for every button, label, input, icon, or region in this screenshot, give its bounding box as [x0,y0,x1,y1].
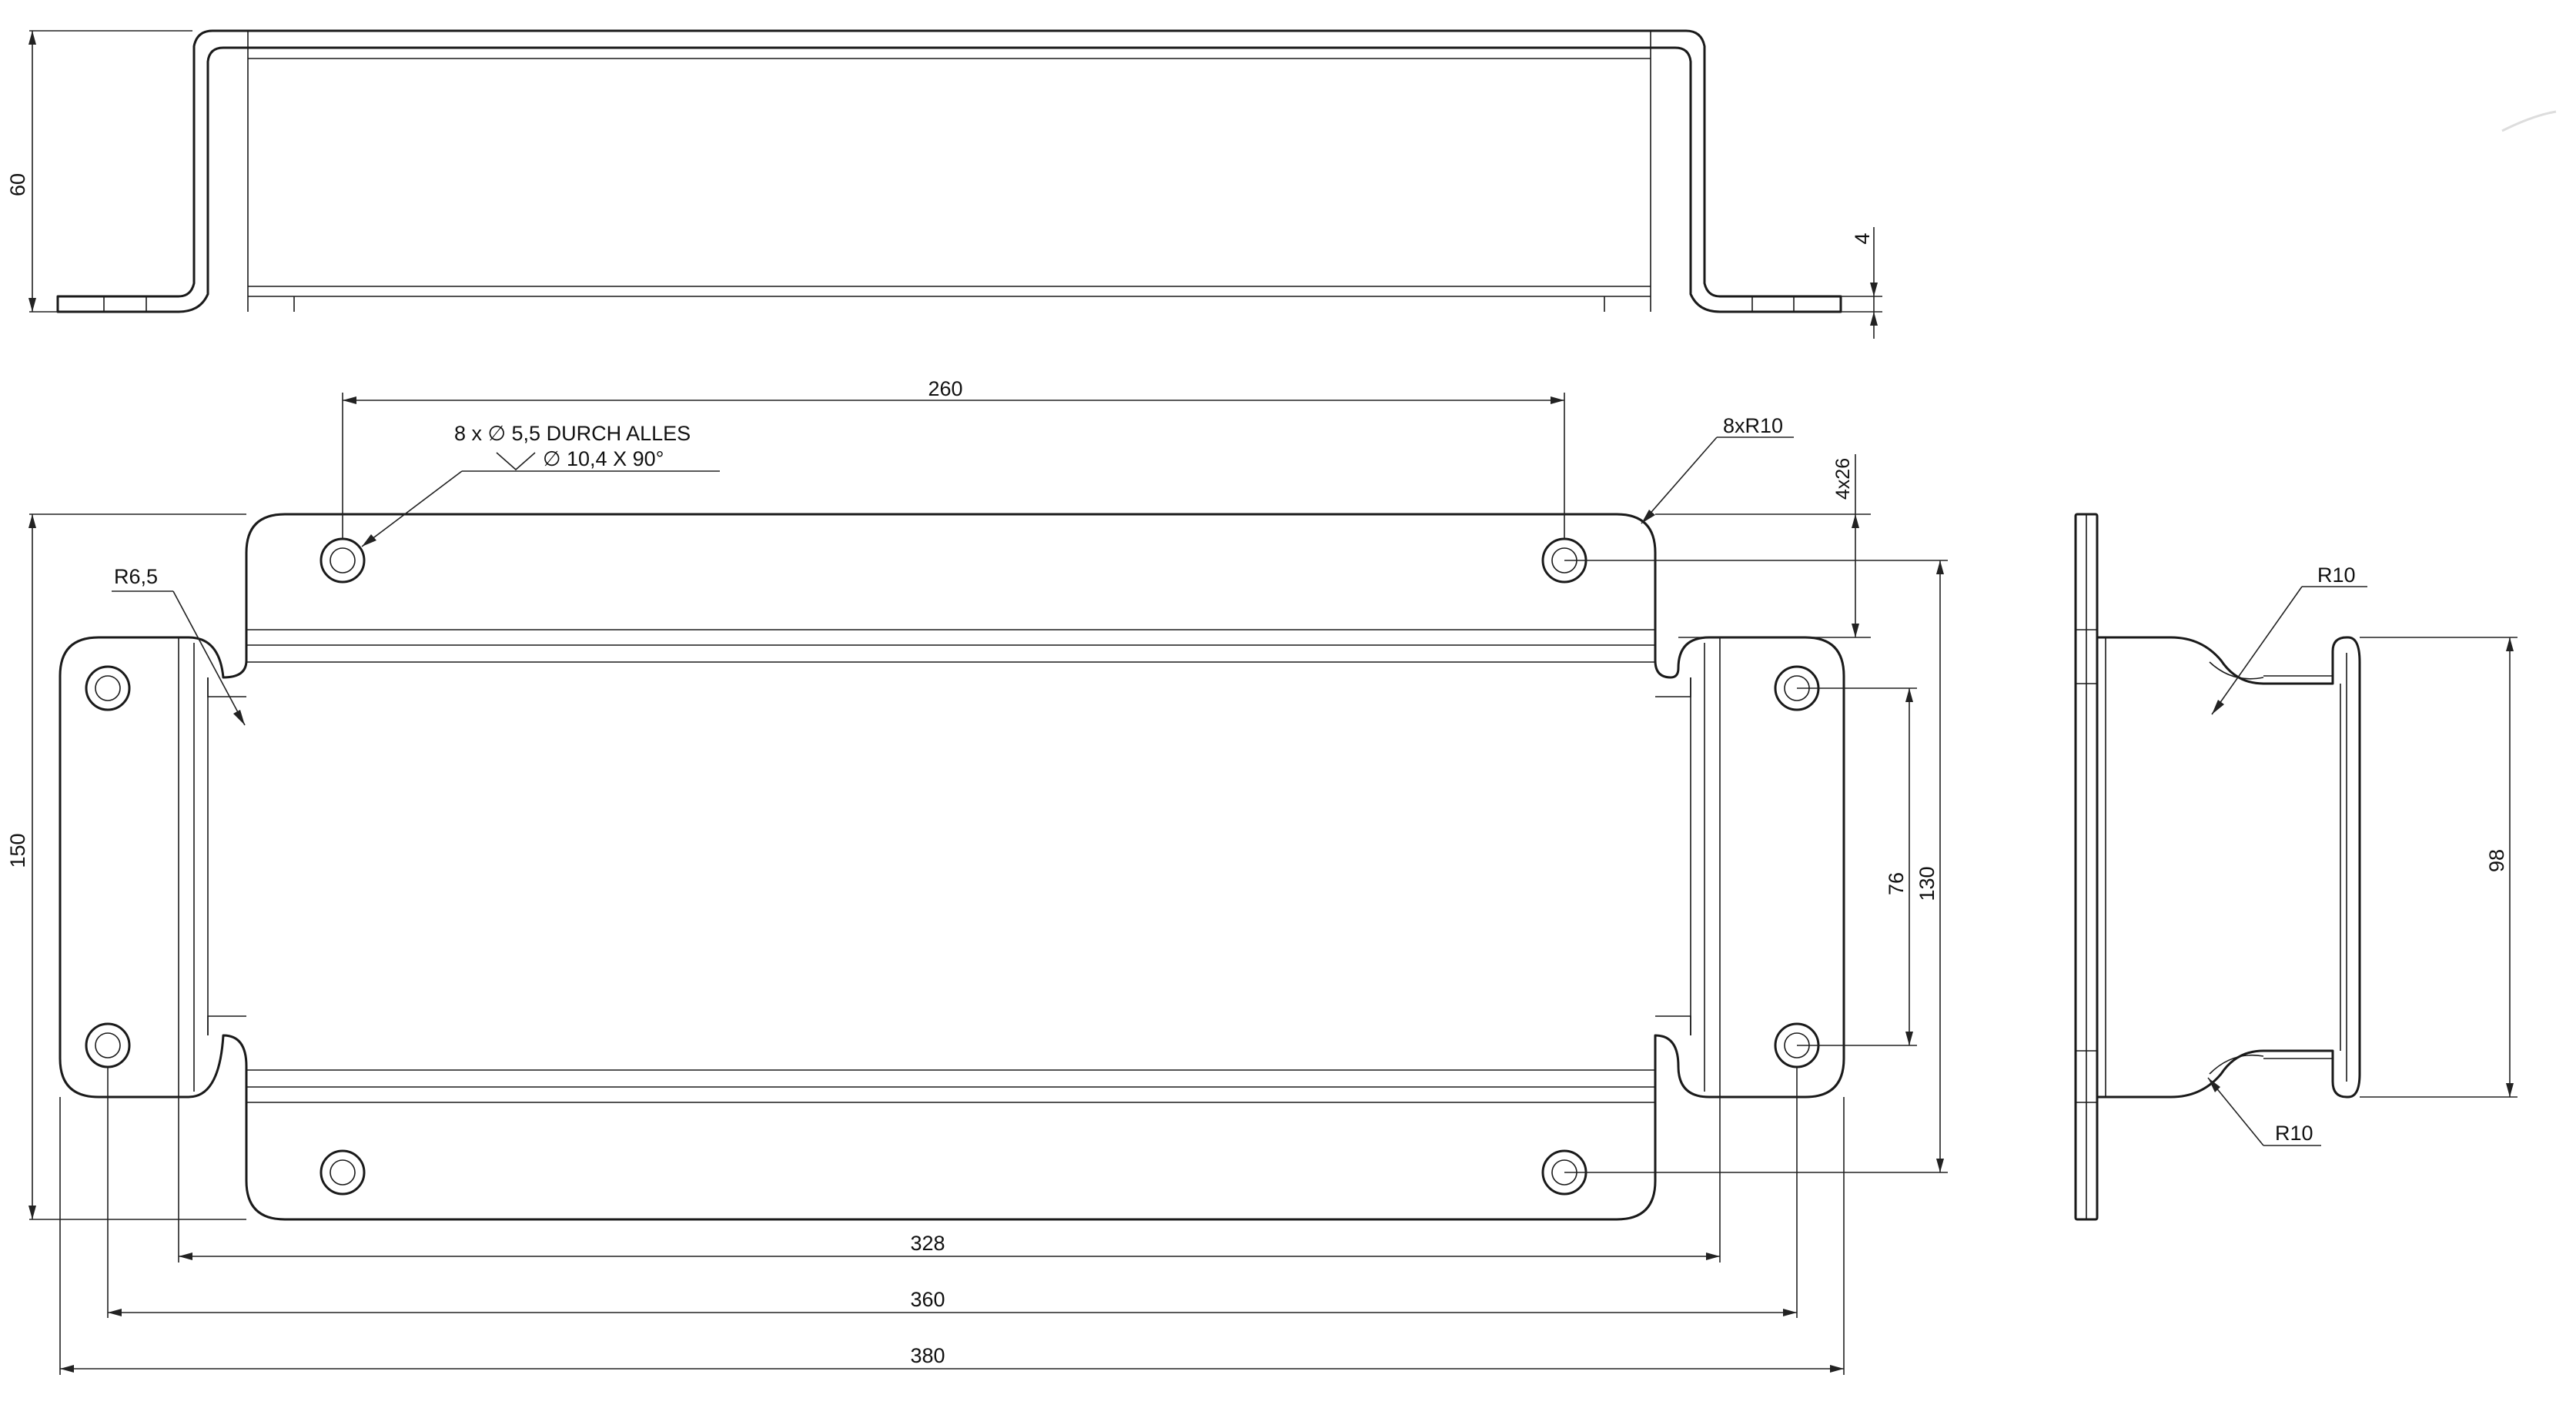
corner-inner-tr [1655,677,1691,697]
dim-360-text: 360 [910,1288,945,1311]
hole-bottom-left [319,1149,366,1196]
side-view [2074,513,2361,1221]
inner-radius-callout: R6,5 [112,565,246,726]
hole-spec-line2: ∅ 10,4 X 90° [543,447,664,470]
dim-260: 260 [342,377,1565,539]
dim-4x26-text: 4x26 [1832,458,1854,500]
hole-spec-line1: 8 x ∅ 5,5 DURCH ALLES [454,422,691,445]
corner-radius-text: 8xR10 [1723,414,1783,437]
side-radius-bottom-callout: R10 [2207,1077,2321,1146]
dim-60-text: 60 [6,173,29,196]
top-view-outline [56,29,1842,313]
dim-98: 98 [2360,637,2517,1098]
dim-260-text: 260 [928,377,962,400]
corner-radius-callout: 8xR10 [1641,414,1794,524]
dim-380-text: 380 [910,1344,945,1367]
corner-inner-bl [207,1015,246,1035]
side-radius-top-text: R10 [2317,564,2356,587]
inner-radius-text: R6,5 [114,565,158,588]
dim-4-text: 4 [1851,232,1874,244]
dim-328: 328 [178,1097,1721,1263]
dim-150: 150 [6,513,246,1220]
hole-callout: 8 x ∅ 5,5 DURCH ALLES ∅ 10,4 X 90° [361,422,720,547]
hole-left-upper [85,665,131,711]
top-view [56,29,1842,313]
dim-thickness-4: 4 [1841,227,1882,339]
faint-mark [2501,110,2557,132]
dim-98-text: 98 [2485,849,2508,872]
front-view-outline [59,513,1845,1221]
hole-left-lower [85,1022,131,1069]
corner-inner-tl [207,677,246,697]
dim-4x26: 4x26 [1655,454,1871,638]
dim-150-text: 150 [6,833,29,868]
dim-height-60: 60 [6,30,192,313]
side-view-body [2096,636,2361,1099]
dim-130-text: 130 [1915,866,1939,901]
dim-328-text: 328 [910,1232,945,1255]
corner-inner-br [1655,1015,1691,1035]
side-radius-bottom-text: R10 [2275,1122,2313,1145]
dim-360: 360 [107,1067,1798,1318]
dim-380: 380 [59,1097,1845,1375]
side-radius-top-callout: R10 [2211,564,2367,715]
dim-76-text: 76 [1885,872,1908,895]
hole-top-left [319,537,366,584]
dim-76: 76 [1797,687,1917,1046]
front-view [59,513,1845,1221]
dim-130: 130 [1564,560,1948,1173]
